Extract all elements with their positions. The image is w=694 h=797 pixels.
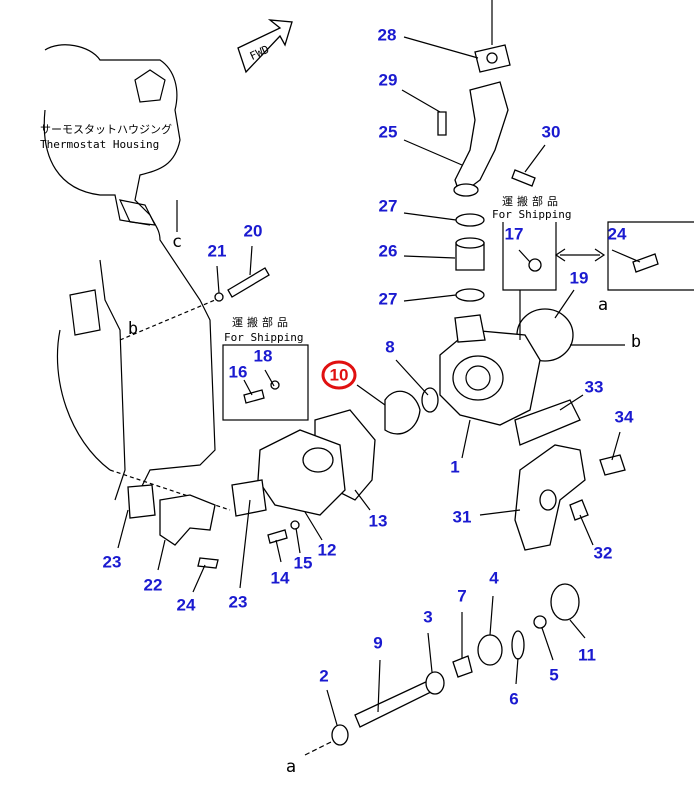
- callout-7[interactable]: 7: [457, 586, 466, 605]
- callout-8[interactable]: 8: [385, 337, 394, 356]
- callout-25[interactable]: 25: [379, 122, 398, 141]
- thermostat-housing-en: Thermostat Housing: [40, 138, 159, 151]
- pump-cover: [127, 267, 376, 569]
- callout-10[interactable]: 10: [330, 365, 349, 384]
- highlight-circle: [321, 360, 357, 390]
- callout-23[interactable]: 23: [103, 552, 122, 571]
- callout-6[interactable]: 6: [509, 689, 518, 708]
- callout-11[interactable]: 11: [578, 645, 596, 664]
- callout-27[interactable]: 27: [379, 196, 398, 215]
- callout-24[interactable]: 24: [608, 224, 627, 243]
- callout-33[interactable]: 33: [585, 377, 604, 396]
- callout-32[interactable]: 32: [594, 543, 613, 562]
- callout-5[interactable]: 5: [549, 665, 558, 684]
- ref-letter-a-bottom: a: [286, 757, 296, 777]
- ref-letter-b: b: [631, 332, 641, 352]
- double-arrow-icon: [554, 248, 606, 262]
- leader-lines: [117, 36, 641, 726]
- callout-29[interactable]: 29: [379, 70, 398, 89]
- callouts: 28 29 25 30 27 26 27 17 24 19 8 10 33 34…: [103, 25, 634, 708]
- callout-1[interactable]: 1: [450, 457, 459, 476]
- callout-28[interactable]: 28: [378, 25, 397, 44]
- callout-4[interactable]: 4: [489, 568, 499, 587]
- callout-21[interactable]: 21: [208, 241, 227, 260]
- fwd-arrow-icon: FWD: [237, 19, 293, 74]
- shipping-left-jp: 運搬部品: [232, 315, 292, 329]
- ref-letter-c: c: [172, 232, 182, 252]
- shipping-box-right-2: [607, 221, 694, 291]
- reference-letters: a b b c a: [128, 232, 641, 777]
- shipping-right-jp: 運搬部品: [502, 194, 562, 208]
- callout-3[interactable]: 3: [423, 607, 432, 626]
- callout-24b[interactable]: 24: [177, 595, 196, 614]
- shipping-left-box: [222, 344, 309, 421]
- callout-17[interactable]: 17: [505, 224, 524, 243]
- callout-19[interactable]: 19: [570, 268, 589, 287]
- callout-2[interactable]: 2: [319, 666, 328, 685]
- callout-16[interactable]: 16: [229, 362, 248, 381]
- callout-9[interactable]: 9: [373, 633, 382, 652]
- pump-body: [384, 314, 626, 551]
- shaft-assembly: [304, 583, 580, 756]
- shipping-right-en: For Shipping: [492, 208, 571, 221]
- ref-letter-b-left: b: [128, 319, 138, 339]
- callout-13[interactable]: 13: [369, 511, 388, 530]
- callout-34[interactable]: 34: [615, 407, 634, 426]
- callout-14[interactable]: 14: [271, 568, 290, 587]
- top-pipe-parts: [437, 0, 659, 362]
- callout-22[interactable]: 22: [144, 575, 163, 594]
- callout-27b[interactable]: 27: [379, 289, 398, 308]
- callout-12[interactable]: 12: [318, 540, 337, 559]
- shipping-right-box: [502, 222, 557, 291]
- callout-31[interactable]: 31: [453, 507, 472, 526]
- shipping-left-en: For Shipping: [224, 331, 303, 344]
- callout-26[interactable]: 26: [379, 241, 398, 260]
- callout-18[interactable]: 18: [254, 346, 273, 365]
- callout-15[interactable]: 15: [294, 553, 313, 572]
- callout-30[interactable]: 30: [542, 122, 561, 141]
- callout-20[interactable]: 20: [244, 221, 263, 240]
- ref-letter-a: a: [598, 295, 608, 315]
- engine-outline: [43, 44, 231, 511]
- callout-23b[interactable]: 23: [229, 592, 248, 611]
- thermostat-housing-jp: サーモスタットハウジング: [40, 122, 172, 136]
